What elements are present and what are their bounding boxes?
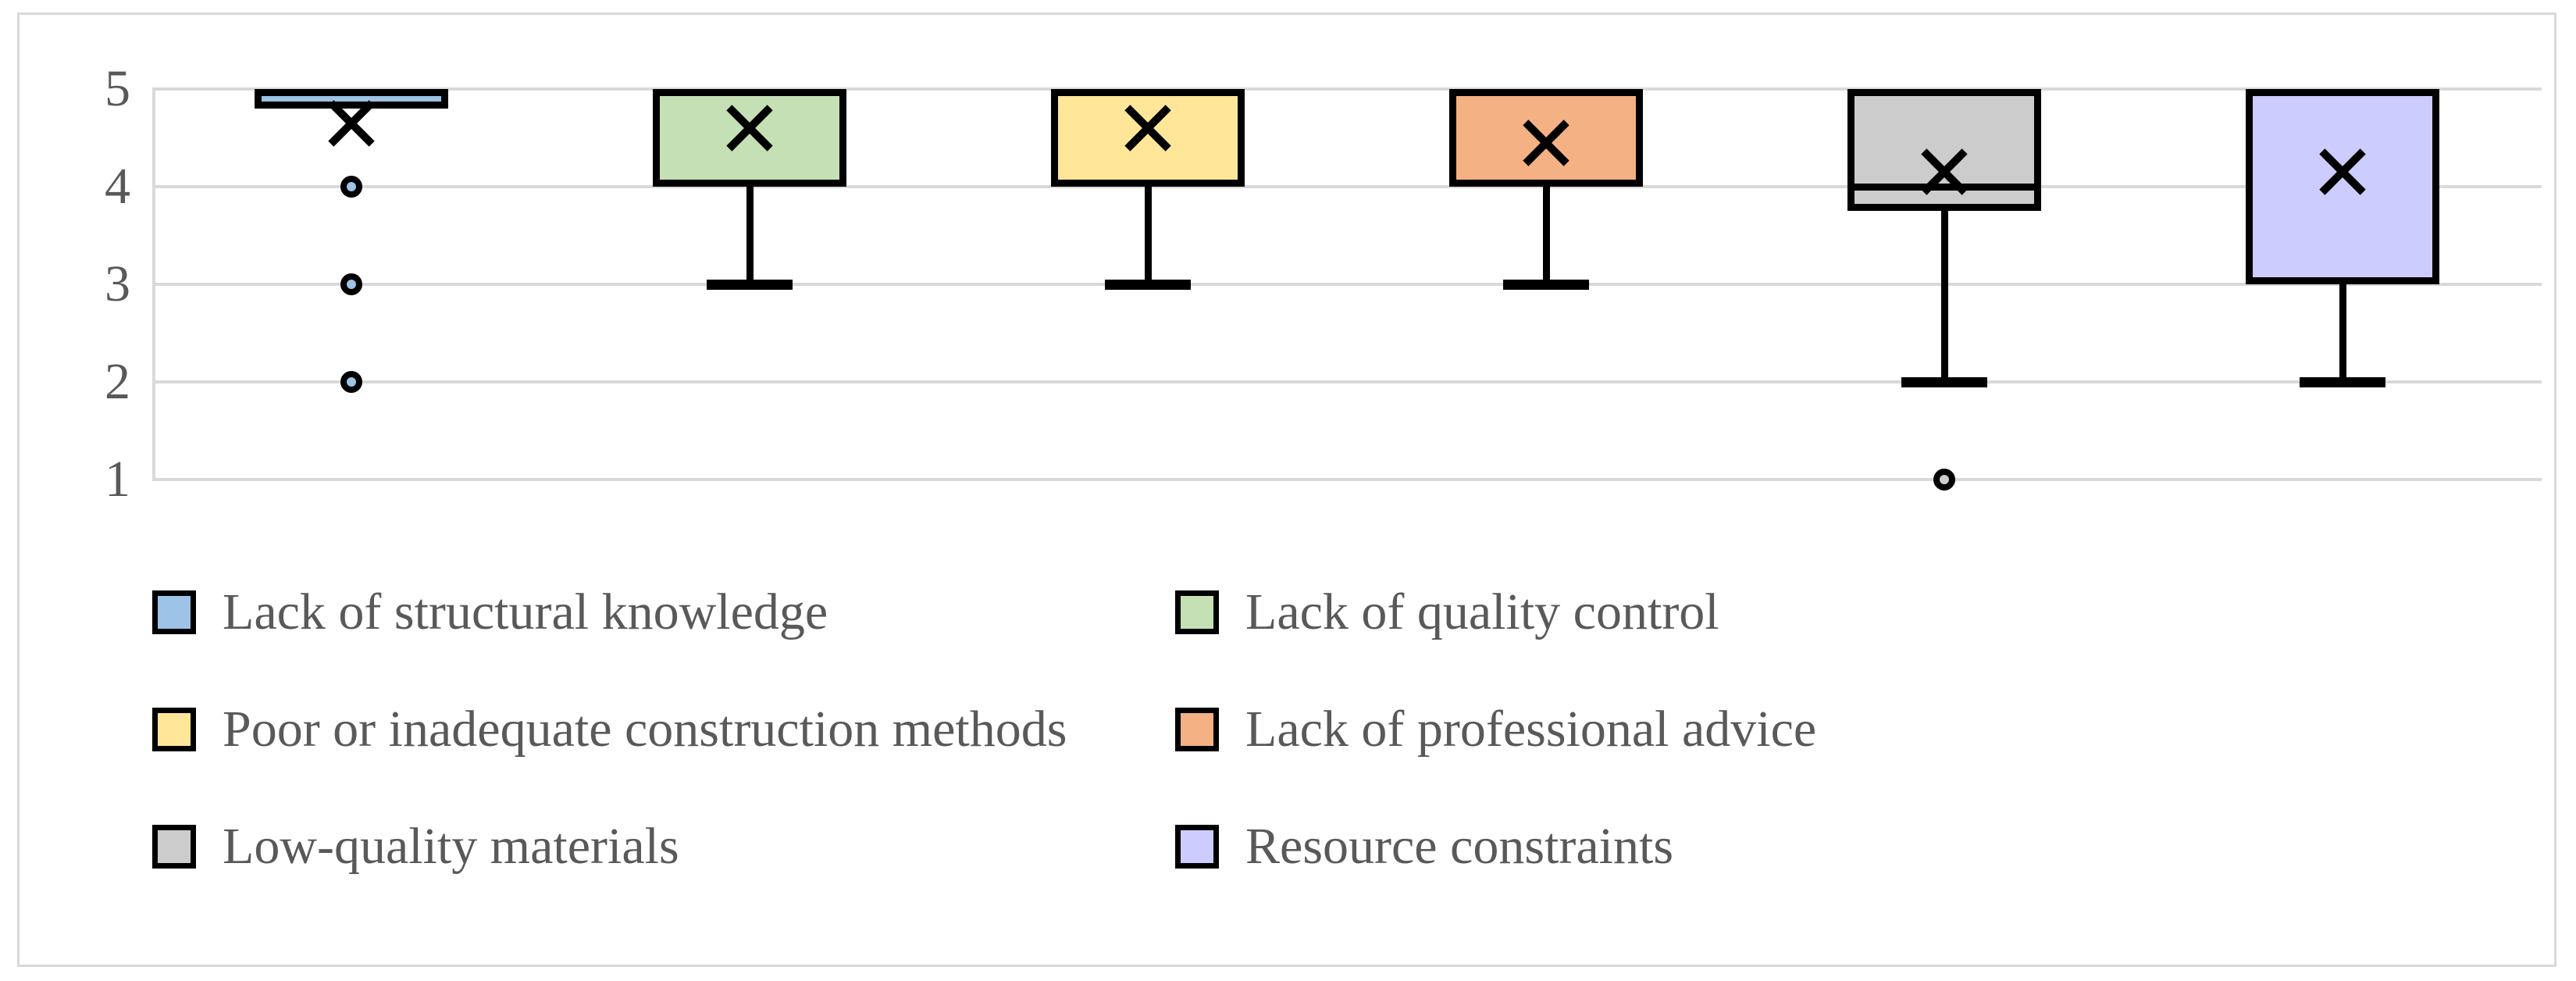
box-series-4[interactable]: [1847, 89, 2041, 490]
whisker-lower-line: [2339, 284, 2346, 382]
y-tick-label-4: 4: [105, 158, 130, 215]
gridline-1: [152, 478, 2542, 481]
whisker-lower-cap: [1503, 280, 1589, 290]
legend-swatch-icon: [152, 825, 196, 869]
box-series-5[interactable]: [2246, 89, 2439, 480]
legend-label: Poor or inadequate construction methods: [223, 701, 1067, 758]
legend-label: Low-quality materials: [223, 818, 679, 875]
whisker-lower-line: [1940, 211, 1948, 382]
whisker-lower-cap: [1901, 377, 1987, 387]
legend-row: Low-quality materials Resource constraint…: [152, 788, 2417, 905]
y-tick-label-2: 2: [105, 353, 130, 410]
legend-item[interactable]: Lack of structural knowledge: [152, 587, 1175, 638]
legend-item[interactable]: Resource constraints: [1175, 821, 2268, 872]
mean-marker-x: [1119, 99, 1177, 157]
box-series-3[interactable]: [1449, 89, 1643, 480]
outlier-point: [1933, 469, 1955, 490]
legend-row: Poor or inadequate construction methods L…: [152, 671, 2417, 788]
legend-swatch-icon: [152, 708, 196, 751]
y-tick-label-1: 1: [105, 451, 130, 508]
gridline-3: [152, 283, 2542, 286]
legend-item[interactable]: Low-quality materials: [152, 821, 1175, 872]
box-series-1[interactable]: [653, 89, 846, 480]
gridline-5: [152, 87, 2542, 91]
whisker-lower-cap: [2300, 377, 2385, 387]
gridline-4: [152, 185, 2542, 188]
box-rect: [2246, 89, 2439, 284]
legend-label: Lack of structural knowledge: [223, 583, 828, 640]
legend-item[interactable]: Lack of professional advice: [1175, 704, 2268, 755]
legend-swatch-icon: [1175, 825, 1219, 869]
legend-swatch-icon: [152, 590, 196, 634]
box-series-2[interactable]: [1051, 89, 1245, 480]
y-axis-labels: 5 4 3 2 1: [20, 63, 144, 505]
legend-label: Lack of professional advice: [1245, 701, 1817, 758]
box-series-0[interactable]: [255, 89, 448, 480]
mean-marker-x: [1517, 114, 1575, 172]
legend-label: Resource constraints: [1245, 818, 1674, 875]
gridline-2: [152, 380, 2542, 383]
legend-item[interactable]: Lack of quality control: [1175, 587, 2268, 638]
legend-swatch-icon: [1175, 590, 1219, 634]
y-tick-label-3: 3: [105, 255, 130, 312]
whisker-lower-line: [1542, 187, 1550, 284]
plot-area: [152, 87, 2542, 490]
legend-label: Lack of quality control: [1245, 583, 1719, 640]
whisker-lower-line: [1144, 187, 1152, 284]
legend-swatch-icon: [1175, 708, 1219, 751]
outlier-point: [340, 176, 362, 198]
mean-marker-x: [1915, 143, 1973, 201]
y-tick-label-5: 5: [105, 60, 130, 117]
outlier-point: [340, 371, 362, 393]
mean-marker-x: [2314, 143, 2371, 201]
outlier-point: [340, 273, 362, 295]
legend-item[interactable]: Poor or inadequate construction methods: [152, 704, 1175, 755]
whisker-lower-cap: [707, 280, 793, 290]
mean-marker-x: [721, 99, 779, 157]
mean-marker-x: [322, 95, 380, 152]
whisker-lower-cap: [1105, 280, 1191, 290]
whisker-lower-line: [746, 187, 754, 284]
